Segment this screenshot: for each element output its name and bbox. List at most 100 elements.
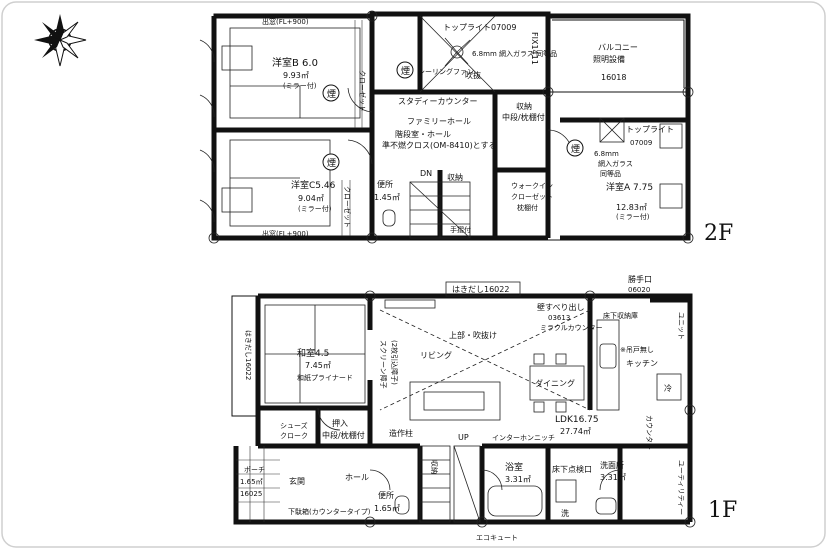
interphone-label: インターホンニッチ bbox=[492, 433, 555, 442]
wall-pull-label: 壁すべり出し bbox=[537, 302, 584, 312]
mirror-counter: ミラクルカウンター bbox=[540, 323, 603, 332]
kitchen-counter bbox=[596, 319, 620, 411]
toilet-2f-icon bbox=[382, 209, 396, 227]
stair-cloth: 準不燃クロス(OM-8410)とする bbox=[382, 140, 496, 150]
wash-counter-label: カウンター bbox=[645, 415, 654, 450]
japanese-room-name: 和室4.5 bbox=[297, 347, 329, 359]
floor-label-1f: 1F bbox=[708, 498, 737, 523]
ceiling-fan: シーリングファン bbox=[418, 67, 474, 76]
up-label: UP bbox=[458, 433, 469, 442]
toplight-right: トップライト bbox=[626, 125, 674, 134]
down-label: DN bbox=[420, 169, 432, 178]
shoes-closet-2: クローク bbox=[280, 432, 308, 440]
bay-window-label: はきだし16022 bbox=[452, 285, 509, 294]
walkin-label-3: 枕棚付 bbox=[517, 203, 538, 212]
japanese-room-note: 和紙プライナード bbox=[297, 373, 353, 382]
fridge-icon bbox=[656, 373, 682, 401]
screen-shoji-label: スクリーン障子 bbox=[379, 340, 388, 389]
shoes-closet: シューズ bbox=[280, 421, 308, 430]
balcony-code: 16018 bbox=[601, 73, 626, 82]
room-c-name: 洋室C5.46 bbox=[291, 179, 336, 191]
plan-2f: 煙 煙 煙 煙 出窓(FL+900) 洋室B 6.0 9.93㎡ (ミラー付) … bbox=[199, 10, 733, 246]
bath-label: 浴室 bbox=[505, 461, 523, 473]
desk-room-c bbox=[221, 187, 253, 213]
stair-storage-label: 収納 bbox=[430, 460, 439, 474]
balcony-light: 照明設備 bbox=[593, 54, 625, 64]
side-window-label: はきだし16022 bbox=[244, 330, 252, 380]
smoke-mark-void: 煙 bbox=[401, 66, 410, 77]
utility-label: ユーティリティー bbox=[677, 460, 685, 515]
room-a-area: 12.83㎡ bbox=[616, 203, 647, 212]
closet-c-label: クローゼット bbox=[343, 186, 352, 228]
room-b-area: 9.93㎡ bbox=[283, 71, 309, 80]
storage-small-2f: 収納 bbox=[447, 172, 463, 182]
stair-1f bbox=[419, 445, 481, 523]
washroom-window: ユニット bbox=[677, 312, 685, 340]
porch-area: 1.65㎡ bbox=[240, 478, 263, 486]
porch-label: ポーチ bbox=[244, 466, 265, 474]
hall-label: ホール bbox=[345, 473, 369, 482]
underfloor-storage: 床下収納庫 bbox=[603, 311, 638, 320]
washbasin-icon bbox=[595, 497, 617, 515]
storage-shelf-2f: 中段/枕棚付 bbox=[502, 112, 545, 122]
smoke-mark-c: 煙 bbox=[327, 158, 336, 169]
handwash-code: 06020 bbox=[628, 286, 650, 294]
glass-equiv: 同等品 bbox=[600, 169, 621, 178]
balcony-fixture: FIX1411 bbox=[530, 32, 539, 65]
sofa bbox=[409, 381, 501, 421]
family-hall: ファミリーホール bbox=[407, 117, 471, 126]
pillar-label: 造作柱 bbox=[389, 428, 413, 438]
smoke-mark-b: 煙 bbox=[327, 89, 336, 100]
living-label: リビング bbox=[420, 350, 452, 360]
bathtub bbox=[487, 485, 543, 517]
room-b-note: (ミラー付) bbox=[283, 81, 317, 90]
window-top-left: 出窓(FL+900) bbox=[262, 17, 309, 26]
dining-table bbox=[529, 365, 585, 401]
ecocute-label: エコキュート bbox=[476, 534, 518, 542]
compass-icon bbox=[34, 14, 87, 67]
tatami-layout bbox=[264, 304, 366, 404]
room-b-name: 洋室B 6.0 bbox=[272, 56, 318, 69]
void-glass: 6.8mm 網入ガラス 同等品 bbox=[472, 49, 557, 58]
storage-label-2f: 収納 bbox=[516, 101, 532, 111]
room-c-area: 9.04㎡ bbox=[298, 194, 324, 203]
wash-label: 洗面所 bbox=[600, 460, 624, 470]
ldk-area: 27.74㎡ bbox=[560, 427, 591, 436]
closet-label-1f: 押入 bbox=[332, 418, 348, 428]
closet-note-1f: 中段/枕棚付 bbox=[322, 430, 365, 440]
screen-shoji-note: (2枚引込障子) bbox=[390, 340, 399, 385]
balcony-name: バルコニー bbox=[598, 43, 638, 52]
smoke-detector-icon bbox=[322, 61, 584, 171]
floor-check-label: 床下点検口 bbox=[552, 464, 592, 474]
entrance-label: 玄関 bbox=[289, 476, 305, 486]
glass-net: 網入ガラス bbox=[598, 159, 633, 168]
porch-code: 16025 bbox=[240, 490, 262, 498]
dining-label: ダイニング bbox=[535, 378, 575, 388]
japanese-room-area: 7.45㎡ bbox=[305, 361, 331, 370]
ceiling-open-label: 上部・吹抜け bbox=[449, 330, 497, 340]
toplight-void: トップライト07009 bbox=[443, 23, 516, 32]
walkin-label: ウォークイン bbox=[511, 182, 553, 190]
walkin-label-2: クローゼット bbox=[511, 192, 553, 201]
toplight-right-code: 07009 bbox=[630, 139, 652, 147]
bath-area: 3.31㎡ bbox=[505, 475, 531, 484]
plan-1f: はきだし16022 壁すべり出し 03613 ミラクルカウンター 床下収納庫 勝… bbox=[231, 274, 737, 542]
toilet-label-2f: 便所 bbox=[377, 179, 393, 189]
toilet-1f-icon bbox=[394, 495, 410, 515]
wall-pull-code: 03613 bbox=[548, 314, 570, 322]
washing-machine-icon bbox=[555, 479, 577, 503]
stair-2f bbox=[409, 181, 471, 239]
ldk-label: LDK16.75 bbox=[555, 415, 599, 425]
window-bottom-left: 出窓(FL+900) bbox=[262, 229, 309, 238]
toilet-area-2f: 1.45㎡ bbox=[374, 193, 400, 202]
shoe-cabinet-label: 下駄箱(カウンタータイプ) bbox=[288, 507, 371, 516]
tv-board bbox=[384, 299, 436, 309]
handrail-label: 手摺付 bbox=[450, 225, 471, 234]
floor-label-2f: 2F bbox=[704, 221, 733, 246]
closet-left-label: クローゼット bbox=[358, 70, 367, 112]
wash-area: 3.31㎡ bbox=[600, 473, 626, 482]
void-area bbox=[419, 15, 496, 93]
